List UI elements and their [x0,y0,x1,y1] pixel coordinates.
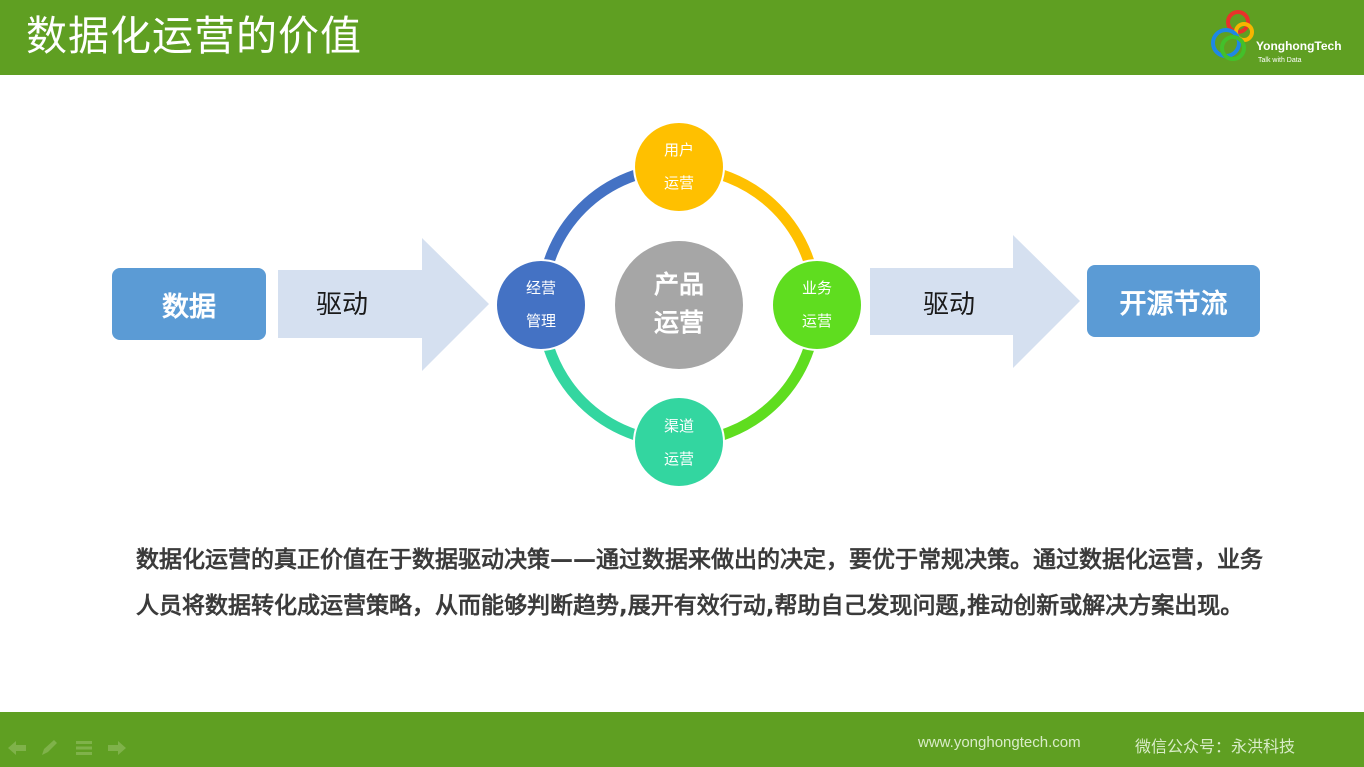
node-left-line1: 经营 [525,279,556,297]
node-top-line1: 用户 [663,141,694,159]
description-paragraph: 数据化运营的真正价值在于数据驱动决策——通过数据来做出的决定，要优于常规决策。通… [136,547,1263,619]
center-label-line2: 运营 [653,308,704,337]
pen-icon[interactable] [42,740,57,755]
node-right-line2: 运营 [801,312,832,330]
company-logo: YonghongTech Talk with Data [1208,6,1358,70]
forward-arrow-icon[interactable] [108,741,126,755]
cost-efficiency-box: 开源节流 [1087,265,1260,337]
center-label: 产品 运营 [615,266,743,342]
node-right-label: 业务 运营 [772,272,862,338]
center-label-line1: 产品 [653,270,704,299]
page-title: 数据化运营的价值 [26,12,362,60]
right-arrow-label: 驱动 [923,290,976,320]
logo-rings-icon [1211,10,1254,61]
node-bottom-label: 渠道 运营 [634,410,724,476]
node-bottom-line2: 运营 [663,450,694,468]
left-arrow-label: 驱动 [316,290,369,320]
node-left-circle [495,259,587,351]
left-arrow [278,238,489,371]
footer-bar [0,712,1364,767]
footer-wechat: 微信公众号：永洪科技 [1135,737,1296,756]
logo-tagline: Talk with Data [1258,57,1302,64]
logo-brand: YonghongTech [1256,39,1342,53]
back-arrow-icon[interactable] [8,741,26,755]
node-right-line1: 业务 [801,279,832,297]
node-top-label: 用户 运营 [634,134,724,200]
data-box: 数据 [112,268,266,340]
footer-url[interactable]: www.yonghongtech.com [918,734,1081,751]
center-circle [615,241,743,369]
node-right-circle [771,259,863,351]
node-top-line2: 运营 [663,174,694,192]
node-bottom-circle [633,396,725,488]
menu-icon[interactable] [76,741,92,755]
node-bottom-line1: 渠道 [663,417,694,435]
header-bar: 数据化运营的价值 YonghongTech Talk with Data [0,0,1364,75]
slide-nav-controls [8,740,126,755]
node-left-label: 经营 管理 [496,272,586,338]
right-arrow [870,235,1080,368]
node-top-circle [633,121,725,213]
node-left-line2: 管理 [525,312,556,330]
